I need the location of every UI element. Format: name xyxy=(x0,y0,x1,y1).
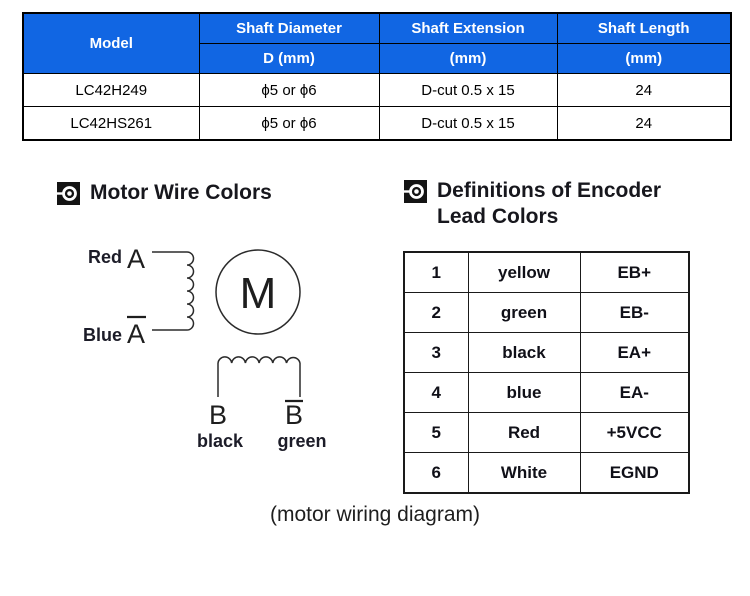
encoder-pin-cell: 6 xyxy=(403,452,469,494)
encoder-table-row: 1 yellow EB+ xyxy=(403,251,690,293)
encoder-table-row: 4 blue EA- xyxy=(403,372,690,413)
encoder-color-cell: yellow xyxy=(467,251,581,293)
encoder-lead-colors-table: 1 yellow EB+ 2 green EB- 3 black EA+ 4 b… xyxy=(403,251,690,494)
spec-model-cell: LC42HS261 xyxy=(22,106,200,141)
encoder-pin-cell: 1 xyxy=(403,251,469,293)
encoder-pin-cell: 5 xyxy=(403,412,469,453)
diagram-caption: (motor wiring diagram) xyxy=(269,503,481,526)
motor-wire-colors-title: Motor Wire Colors xyxy=(90,181,272,204)
spec-subcol-extension-unit: (mm) xyxy=(378,43,558,74)
encoder-signal-cell: EA+ xyxy=(579,332,690,373)
encoder-heading-line2: Lead Colors xyxy=(437,205,559,228)
spec-diameter-cell: ϕ5 or ϕ6 xyxy=(198,73,380,107)
spec-table-row: LC42HS261 ϕ5 or ϕ6 D-cut 0.5 x 15 24 xyxy=(22,106,732,141)
spec-diameter-cell: ϕ5 or ϕ6 xyxy=(198,106,380,141)
phase-a-coil xyxy=(186,251,195,331)
phase-a-bottom-wire-color-label: Blue xyxy=(83,325,122,345)
encoder-table-row: 5 Red +5VCC xyxy=(403,412,690,453)
bullet-target-icon xyxy=(57,182,80,205)
spec-col-shaft-length: Shaft Length xyxy=(556,12,732,44)
bullet-target-icon xyxy=(404,180,427,203)
encoder-pin-cell: 2 xyxy=(403,292,469,333)
phase-a-bar-label: A xyxy=(127,319,145,349)
encoder-color-cell: green xyxy=(467,292,581,333)
encoder-color-cell: black xyxy=(467,332,581,373)
phase-b-right-wire-color-label: green xyxy=(277,431,326,451)
spec-col-shaft-diameter: Shaft Diameter xyxy=(198,12,380,44)
phase-b-bar-label: B xyxy=(285,400,303,430)
shaft-spec-table: Model Shaft Diameter Shaft Extension Sha… xyxy=(22,12,732,141)
spec-subcol-diameter-unit: D (mm) xyxy=(198,43,380,74)
encoder-color-cell: Red xyxy=(467,412,581,453)
encoder-color-cell: blue xyxy=(467,372,581,413)
encoder-signal-cell: +5VCC xyxy=(579,412,690,453)
encoder-pin-cell: 3 xyxy=(403,332,469,373)
spec-extension-cell: D-cut 0.5 x 15 xyxy=(378,73,558,107)
phase-a-top-wire-color-label: Red xyxy=(88,247,122,267)
encoder-signal-cell: EA- xyxy=(579,372,690,413)
encoder-table-row: 6 White EGND xyxy=(403,452,690,494)
spec-length-cell: 24 xyxy=(556,73,732,107)
spec-col-shaft-extension: Shaft Extension xyxy=(378,12,558,44)
encoder-signal-cell: EGND xyxy=(579,452,690,494)
motor-symbol-letter: M xyxy=(240,269,277,318)
spec-subcol-length-unit: (mm) xyxy=(556,43,732,74)
encoder-signal-cell: EB- xyxy=(579,292,690,333)
encoder-table-row: 2 green EB- xyxy=(403,292,690,333)
spec-col-model: Model xyxy=(22,12,200,74)
spec-subheader-row: D (mm) (mm) (mm) xyxy=(23,43,732,74)
spec-header-row: Model Shaft Diameter Shaft Extension Sha… xyxy=(22,12,732,74)
motor-wire-colors-heading: Motor Wire Colors xyxy=(57,180,272,206)
spec-extension-cell: D-cut 0.5 x 15 xyxy=(378,106,558,141)
motor-wiring-diagram: Red A Blue A M B B black green xyxy=(83,244,327,451)
phase-b-coil xyxy=(217,356,301,364)
encoder-heading-text: Definitions of Encoder Lead Colors xyxy=(437,178,661,230)
encoder-pin-cell: 4 xyxy=(403,372,469,413)
spec-model-cell: LC42H249 xyxy=(22,73,200,107)
encoder-lead-colors-heading: Definitions of Encoder Lead Colors xyxy=(404,178,684,230)
phase-b-label: B xyxy=(209,400,227,430)
spec-length-cell: 24 xyxy=(556,106,732,141)
motor-circle-symbol xyxy=(215,249,301,335)
encoder-table-row: 3 black EA+ xyxy=(403,332,690,373)
phase-b-left-wire-color-label: black xyxy=(197,431,244,451)
encoder-signal-cell: EB+ xyxy=(579,251,690,293)
encoder-color-cell: White xyxy=(467,452,581,494)
encoder-heading-line1: Definitions of Encoder xyxy=(437,179,662,202)
phase-a-label: A xyxy=(127,244,145,274)
spec-table-row: LC42H249 ϕ5 or ϕ6 D-cut 0.5 x 15 24 xyxy=(22,73,732,107)
